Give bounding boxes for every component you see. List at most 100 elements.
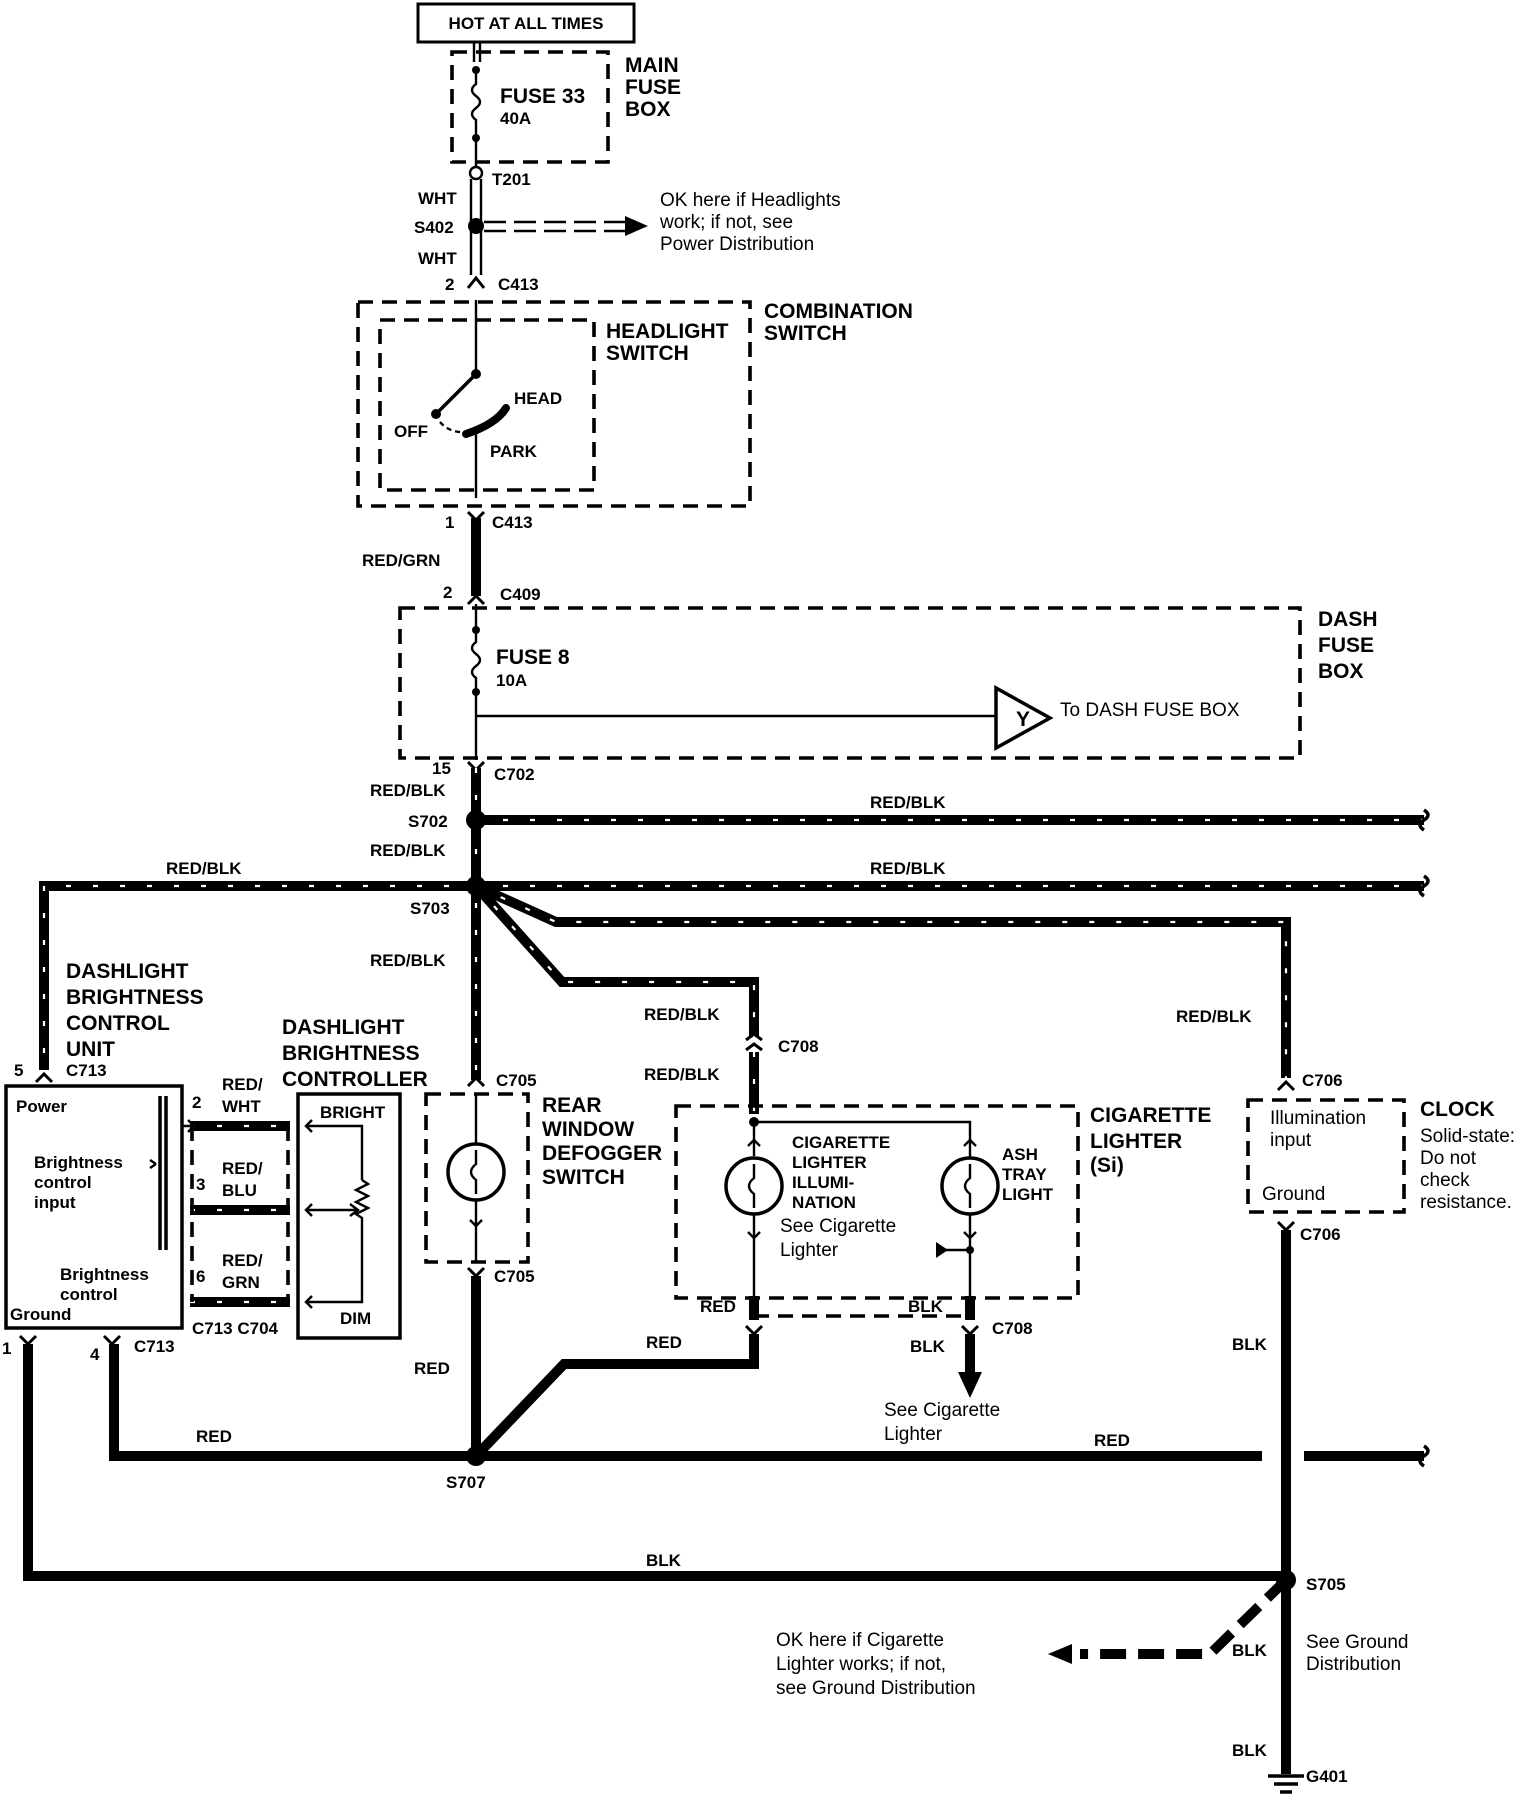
wire-6-color-2: GRN: [222, 1273, 260, 1292]
main-fuse-box-outline: [450, 50, 610, 164]
main-fuse-box-label-1: MAIN: [625, 54, 679, 77]
c708-label-bottom: C708: [992, 1319, 1033, 1338]
ash-tray-label-2: TRAY: [1002, 1165, 1047, 1184]
red-blk-label-s702-down: RED/BLK: [370, 841, 446, 860]
red-blk-label-s703-left: RED/BLK: [166, 859, 242, 878]
clock-illum-input-2: input: [1270, 1130, 1312, 1151]
s707-splice: [466, 1446, 486, 1466]
c713-label-bottom: C713: [134, 1337, 175, 1356]
c413-label-bottom: C413: [492, 513, 533, 532]
red-blk-label-c702: RED/BLK: [370, 781, 446, 800]
clock-note-1: Solid-state:: [1420, 1126, 1515, 1147]
cigarette-lighter-outline: [674, 1104, 1080, 1300]
dashlight-unit-label-1: DASHLIGHT: [66, 960, 189, 983]
unit-brightness-input-1: Brightness: [34, 1153, 123, 1172]
c705-label-bottom: C705: [494, 1267, 535, 1286]
ok-cig-line3: see Ground Distribution: [776, 1678, 976, 1699]
s707-label: S707: [446, 1473, 486, 1492]
blk-label-dashed: BLK: [1232, 1641, 1268, 1660]
see-cig-inner-1: See Cigarette: [780, 1216, 896, 1237]
red-label-lighter: RED: [700, 1297, 736, 1316]
t201-terminal: [468, 165, 484, 181]
combination-switch-label-2: SWITCH: [764, 322, 847, 345]
t201-label: T201: [492, 170, 531, 189]
cig-illum-label-4: NATION: [792, 1193, 856, 1212]
headlight-switch-label-2: SWITCH: [606, 342, 689, 365]
dash-fuse-box-label-2: FUSE: [1318, 634, 1374, 657]
wire-2-color-1: RED/: [222, 1075, 263, 1094]
c713-pin-1: 1: [2, 1339, 11, 1358]
blk-label-clock: BLK: [1232, 1335, 1268, 1354]
s702-splice: [466, 810, 486, 830]
hot-at-all-times-box: [416, 2, 636, 44]
dashlight-controller-label-2: BRIGHTNESS: [282, 1042, 420, 1065]
s402-label: S402: [414, 218, 454, 237]
cig-illum-label-2: LIGHTER: [792, 1153, 867, 1172]
ok-headlights-line3: Power Distribution: [660, 234, 814, 255]
to-dash-triangle: [994, 685, 1054, 751]
fuse-8-amp: 10A: [496, 671, 527, 690]
see-cig-lower-1: See Cigarette: [884, 1400, 1000, 1421]
c713-label-top: C713: [66, 1061, 107, 1080]
wire-6-color-1: RED/: [222, 1251, 263, 1270]
c413-label-top: C413: [498, 275, 539, 294]
s402-splice: [468, 218, 484, 234]
ok-headlights-line2: work; if not, see: [659, 212, 793, 233]
ash-tray-lamp-icon: [936, 1138, 1000, 1296]
ok-cig-line2: Lighter works; if not,: [776, 1654, 946, 1675]
fuse-33: [470, 66, 482, 142]
hot-at-all-times-label: HOT AT ALL TIMES: [449, 14, 604, 33]
to-dash-y-label: Y: [1016, 708, 1030, 731]
c409-label: C409: [500, 585, 541, 604]
clock-ground-label: Ground: [1262, 1184, 1325, 1205]
ground-symbol-icon: [1268, 1774, 1304, 1794]
red-label-defogger: RED: [414, 1359, 450, 1378]
controller-wires: [190, 1121, 290, 1307]
fuse-8-label: FUSE 8: [496, 646, 570, 669]
ash-tray-label-3: LIGHT: [1002, 1185, 1054, 1204]
c413-pin-1: 1: [445, 513, 454, 532]
unit-brightness-control-1: Brightness: [60, 1265, 149, 1284]
wire-3-pin: 3: [196, 1175, 205, 1194]
s703-splice: [466, 876, 486, 896]
ok-headlights-line1: OK here if Headlights: [660, 190, 841, 211]
main-fuse-box-label-3: BOX: [625, 98, 671, 121]
g401-label: G401: [1306, 1767, 1348, 1786]
cig-illumination-lamp-icon: [724, 1117, 972, 1296]
c706-label-bottom: C706: [1300, 1225, 1341, 1244]
c713-c704-label: C713 C704: [192, 1319, 279, 1338]
unit-brightness-control-2: control: [60, 1285, 118, 1304]
see-ground-1: See Ground: [1306, 1632, 1408, 1653]
red-grn-wire-label: RED/GRN: [362, 551, 440, 570]
blk-label-lighter-lower: BLK: [910, 1337, 946, 1356]
wire-6-pin: 6: [196, 1267, 205, 1286]
headlight-switch-label-1: HEADLIGHT: [606, 320, 729, 343]
c708-label-top: C708: [778, 1037, 819, 1056]
s705-label: S705: [1306, 1575, 1346, 1594]
s703-label: S703: [410, 899, 450, 918]
dashlight-unit-label-2: BRIGHTNESS: [66, 986, 204, 1009]
cig-lighter-label-2: LIGHTER: [1090, 1130, 1182, 1153]
rear-window-label-1: REAR: [542, 1094, 602, 1117]
see-cig-lower-2: Lighter: [884, 1424, 943, 1445]
wht-label-upper: WHT: [418, 189, 457, 208]
combination-switch-outline: [356, 300, 752, 508]
clock-outline: [1246, 1098, 1406, 1214]
headlight-switch-outline: [378, 318, 596, 492]
c702-label: C702: [494, 765, 535, 784]
dash-fuse-box-label-3: BOX: [1318, 660, 1364, 683]
fuse-33-amp: 40A: [500, 109, 531, 128]
ash-tray-label-1: ASH: [1002, 1145, 1038, 1164]
c706-label-top: C706: [1302, 1071, 1343, 1090]
dashlight-controller-box: [296, 1092, 402, 1340]
red-blk-label-c705: RED/BLK: [370, 951, 446, 970]
c413-pin-2: 2: [445, 275, 454, 294]
off-position-label: OFF: [394, 422, 428, 441]
clock-note-4: resistance.: [1420, 1192, 1512, 1213]
clock-note-2: Do not: [1420, 1148, 1477, 1169]
red-blk-label-c708-lower: RED/BLK: [644, 1065, 720, 1084]
head-position-label: HEAD: [514, 389, 562, 408]
red-blk-label-clock: RED/BLK: [1176, 1007, 1252, 1026]
ground-arrow-left: [1048, 1644, 1072, 1664]
